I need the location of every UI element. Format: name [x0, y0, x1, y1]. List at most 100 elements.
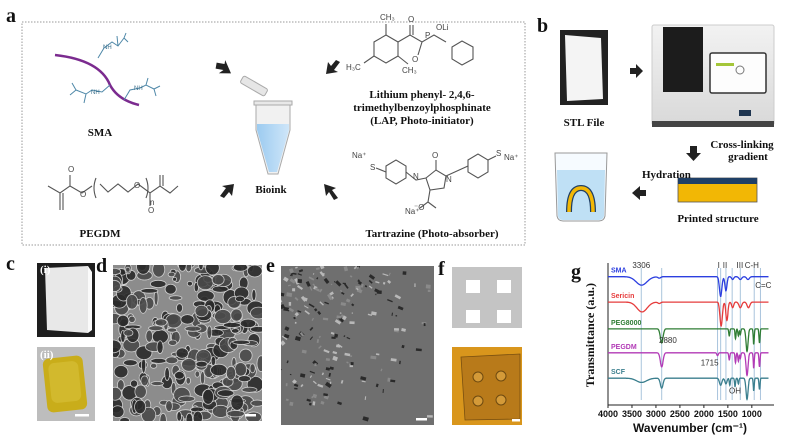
sem-texture	[237, 197, 241, 202]
sem-texture	[336, 124, 338, 128]
sem-texture	[325, 367, 331, 371]
sem-texture	[319, 69, 325, 75]
sem-texture	[375, 281, 380, 284]
sem-texture	[245, 242, 248, 244]
sem-texture	[494, 93, 499, 97]
sem-texture	[312, 132, 314, 133]
sem-texture	[293, 211, 294, 213]
sem-texture	[322, 254, 325, 258]
sem-texture	[250, 159, 253, 163]
sem-texture	[343, 119, 346, 123]
sem-texture	[317, 310, 322, 316]
sem-texture	[284, 200, 286, 204]
sem-texture	[263, 285, 268, 290]
sem-texture	[248, 103, 252, 109]
sem-pore	[123, 359, 138, 367]
sem-texture	[226, 166, 230, 167]
sem-texture	[338, 157, 341, 160]
sem-texture	[316, 117, 321, 121]
sem-texture	[332, 128, 337, 132]
arrow-icon	[686, 146, 701, 161]
sem-texture	[307, 192, 311, 197]
sem-texture	[276, 273, 280, 277]
chem-o: O	[412, 55, 418, 64]
sem-texture	[396, 71, 401, 76]
panel-label-a: a	[6, 5, 16, 27]
chem-n: n	[150, 198, 154, 207]
sem-texture	[170, 207, 173, 212]
sem-texture	[273, 237, 275, 239]
sem-texture	[303, 154, 306, 158]
sem-texture	[220, 175, 225, 180]
sem-texture	[436, 75, 439, 78]
sem-texture	[418, 158, 424, 162]
sem-texture	[414, 283, 416, 288]
sem-texture	[349, 275, 353, 278]
sem-pore	[173, 371, 185, 380]
lap-label-line3: (LAP, Photo-initiator)	[370, 115, 474, 127]
sem-texture	[321, 254, 324, 257]
sem-texture	[321, 176, 324, 179]
sem-texture	[345, 202, 349, 208]
sem-texture	[309, 370, 316, 374]
panel-label-f: f	[438, 258, 445, 280]
sem-texture	[283, 306, 290, 312]
sem-texture	[296, 83, 300, 87]
sem-texture	[332, 355, 338, 362]
sem-texture	[331, 233, 336, 237]
sem-texture	[281, 340, 286, 346]
sem-texture	[297, 23, 300, 26]
chem-nh: NH	[91, 90, 100, 96]
sem-texture	[357, 168, 360, 172]
sem-texture	[300, 193, 302, 196]
hydration-label: Hydration	[642, 169, 691, 181]
sem-texture	[219, 155, 223, 159]
sem-texture	[460, 56, 466, 59]
sem-texture	[370, 143, 372, 145]
sem-texture	[292, 124, 295, 127]
lap-label-line1: Lithium phenyl- 2,4,6-	[369, 89, 474, 101]
sem-texture	[188, 241, 192, 244]
sem-texture	[308, 215, 311, 218]
sem-texture	[337, 150, 341, 153]
sem-texture	[469, 68, 471, 72]
sem-texture	[342, 132, 346, 136]
sem-texture	[226, 196, 229, 199]
sem-texture	[459, 66, 463, 69]
sem-texture	[274, 209, 278, 212]
sem-texture	[190, 200, 194, 205]
sem-texture	[282, 217, 288, 223]
sem-texture	[354, 88, 356, 90]
sem-texture	[300, 126, 303, 129]
sem-texture	[320, 236, 324, 242]
sem-pore	[211, 274, 225, 286]
sem-texture	[269, 174, 272, 179]
sem-pore	[149, 279, 167, 289]
sem-texture	[335, 225, 340, 230]
sem-texture	[394, 80, 397, 83]
sem-texture	[351, 312, 354, 314]
sem-texture	[394, 294, 402, 300]
sem-texture	[370, 355, 377, 360]
sem-texture	[335, 50, 341, 54]
sem-texture	[316, 339, 320, 344]
sem-texture	[226, 152, 230, 158]
sem-texture	[323, 394, 330, 400]
sem-texture	[319, 166, 322, 171]
legend-label: Sericin	[611, 293, 634, 300]
sem-pore	[167, 327, 178, 333]
sem-texture	[353, 86, 356, 89]
sem-texture	[387, 377, 391, 382]
sem-texture	[278, 59, 282, 62]
sem-texture	[293, 316, 296, 320]
sem-texture	[289, 191, 292, 194]
annotation-label: 2880	[659, 336, 677, 345]
sem-pore	[181, 358, 197, 372]
legend-label: SMA	[611, 268, 627, 275]
sem-texture	[274, 203, 280, 209]
sem-texture	[289, 272, 294, 277]
sem-texture	[269, 178, 273, 182]
sem-texture	[214, 221, 218, 227]
sem-pore	[194, 370, 201, 378]
